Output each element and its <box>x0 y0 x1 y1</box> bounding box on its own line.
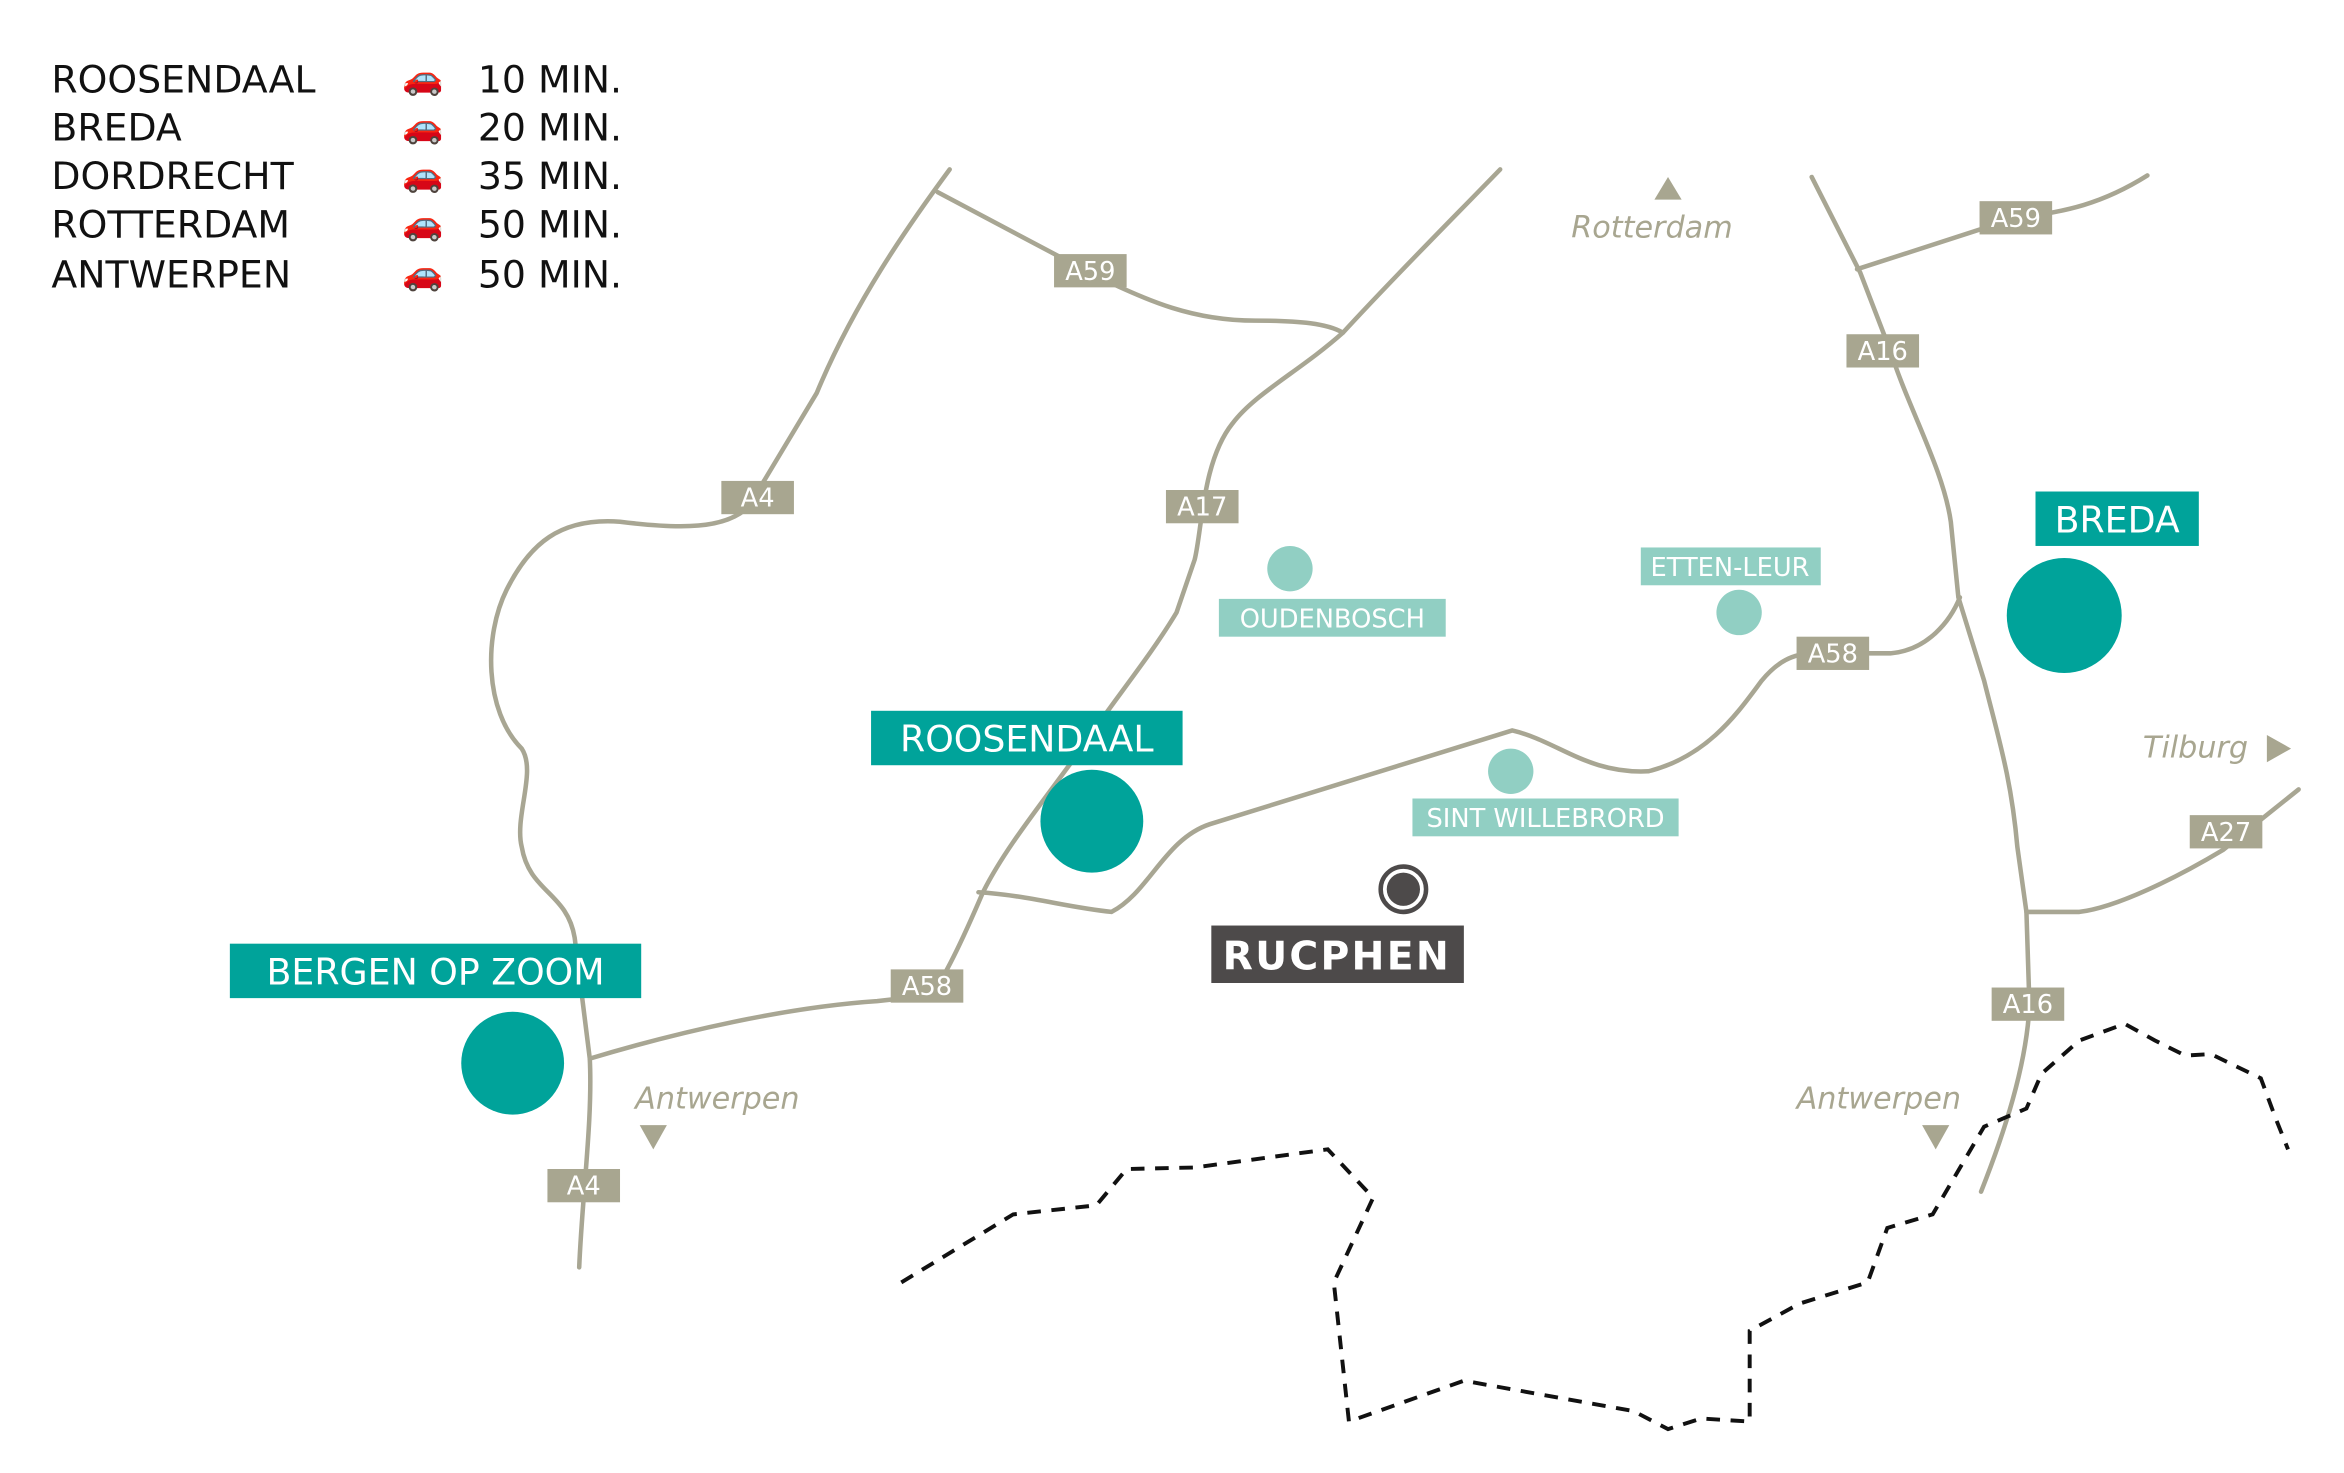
road-shield-a58-east: A58 <box>1796 636 1870 670</box>
road-a27 <box>2024 787 2301 915</box>
legend-time: 20 MIN. <box>478 106 622 150</box>
road-a17 <box>927 167 1503 1001</box>
travel-time-legend: ROOSENDAAL 🚗 10 MIN. BREDA 🚗 20 MIN. DOR… <box>51 57 622 296</box>
legend-place: ANTWERPEN <box>51 252 291 296</box>
svg-text:Rotterdam: Rotterdam <box>1571 210 1732 245</box>
svg-text:ROOSENDAAL: ROOSENDAAL <box>900 718 1154 761</box>
road-a58-west <box>587 992 933 1061</box>
road-shield-a4-south: A4 <box>547 1169 621 1203</box>
direction-antwerpen-west: Antwerpen <box>633 1082 800 1150</box>
road-a4 <box>488 167 952 1270</box>
city-breda: BREDA <box>2006 491 2199 673</box>
svg-text:A58: A58 <box>1808 639 1858 669</box>
road-shield-a59-west: A59 <box>1054 254 1127 288</box>
town-marker <box>1267 545 1313 592</box>
city-marker <box>461 1011 565 1115</box>
legend-time: 50 MIN. <box>478 252 622 296</box>
road-a16 <box>1809 174 2032 1194</box>
svg-text:SINT WILLEBRORD: SINT WILLEBRORD <box>1426 804 1664 834</box>
direction-tilburg: Tilburg <box>2143 731 2292 766</box>
svg-text:A58: A58 <box>902 972 952 1002</box>
city-bergen-op-zoom: BERGEN OP ZOOM <box>229 943 642 1115</box>
city-rucphen: RUCPHEN <box>1211 864 1464 983</box>
town-sint-willebrord: SINT WILLEBRORD <box>1412 748 1679 837</box>
svg-text:A27: A27 <box>2201 818 2251 848</box>
svg-text:BERGEN OP ZOOM: BERGEN OP ZOOM <box>267 951 605 994</box>
arrow-down-icon <box>1922 1125 1950 1150</box>
svg-text:A16: A16 <box>1858 337 1908 367</box>
legend-row: ROTTERDAM 🚗 50 MIN. <box>51 202 622 246</box>
arrow-up-icon <box>1654 176 1682 200</box>
svg-text:BREDA: BREDA <box>2055 498 2180 541</box>
arrow-down-icon <box>639 1125 667 1150</box>
legend-time: 10 MIN. <box>478 57 622 101</box>
road-shield-a16-south: A16 <box>1991 987 2065 1021</box>
legend-place: BREDA <box>51 106 182 150</box>
city-marker <box>1040 769 1144 873</box>
legend-row: ANTWERPEN 🚗 50 MIN. <box>51 252 622 296</box>
city-marker <box>2006 558 2122 673</box>
legend-row: BREDA 🚗 20 MIN. <box>51 106 622 150</box>
town-oudenbosch: OUDENBOSCH <box>1218 545 1446 637</box>
city-roosendaal: ROOSENDAAL <box>871 710 1183 873</box>
svg-text:A59: A59 <box>1991 204 2041 234</box>
town-marker <box>1488 748 1534 794</box>
rucphen-label: RUCPHEN <box>1223 934 1451 979</box>
legend-time: 50 MIN. <box>478 202 622 246</box>
legend-time: 35 MIN. <box>478 154 622 198</box>
legend-place: ROOSENDAAL <box>51 57 315 101</box>
arrow-right-icon <box>2266 734 2292 763</box>
road-shield-a58-west: A58 <box>890 969 964 1003</box>
town-marker <box>1716 589 1762 636</box>
svg-text:A4: A4 <box>741 484 775 514</box>
svg-text:OUDENBOSCH: OUDENBOSCH <box>1240 605 1425 635</box>
svg-text:A4: A4 <box>567 1172 601 1202</box>
car-icon: 🚗 <box>402 109 443 146</box>
legend-place: DORDRECHT <box>51 154 294 198</box>
direction-rotterdam: Rotterdam <box>1571 176 1733 245</box>
svg-text:A17: A17 <box>1177 493 1227 523</box>
legend-place: ROTTERDAM <box>51 202 290 246</box>
road-shield-a17: A17 <box>1165 490 1239 524</box>
svg-text:A59: A59 <box>1065 257 1115 287</box>
legend-row: DORDRECHT 🚗 35 MIN. <box>51 154 622 198</box>
road-shield-a59-east: A59 <box>1979 201 2053 235</box>
road-shield-a16-north: A16 <box>1846 334 1920 368</box>
car-icon: 🚗 <box>402 60 443 97</box>
national-border <box>900 1021 2290 1432</box>
svg-text:Antwerpen: Antwerpen <box>633 1082 799 1117</box>
svg-text:Tilburg: Tilburg <box>2143 731 2248 766</box>
svg-text:Antwerpen: Antwerpen <box>1795 1082 1961 1117</box>
car-icon: 🚗 <box>402 205 443 242</box>
road-shield-a27: A27 <box>2189 815 2263 849</box>
legend-row: ROOSENDAAL 🚗 10 MIN. <box>51 57 622 101</box>
direction-antwerpen-east: Antwerpen <box>1795 1082 1961 1150</box>
road-a59-west <box>935 189 1346 335</box>
town-etten-leur: ETTEN-LEUR <box>1640 547 1821 636</box>
road-shield-a4-north: A4 <box>721 480 794 515</box>
car-icon: 🚗 <box>402 255 443 292</box>
svg-text:ETTEN-LEUR: ETTEN-LEUR <box>1650 553 1809 583</box>
car-icon: 🚗 <box>402 157 443 194</box>
svg-text:A16: A16 <box>2003 990 2053 1020</box>
